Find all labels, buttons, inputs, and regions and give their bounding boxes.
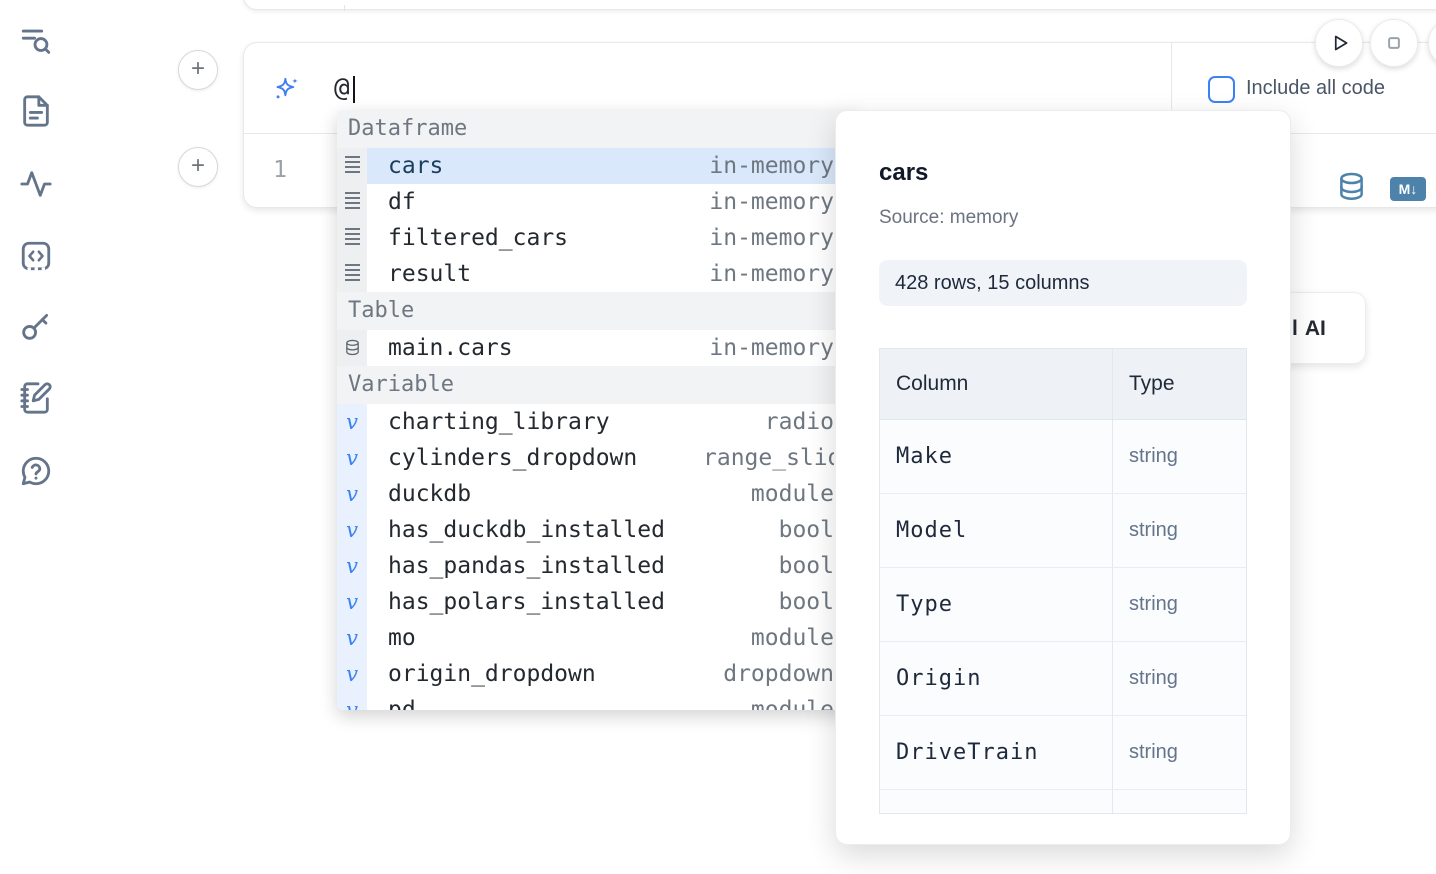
dataframe-icon [337, 256, 367, 292]
gutter-divider [344, 5, 345, 11]
column-header: Column [880, 349, 1113, 419]
ai-sparkle-icon [273, 76, 300, 103]
autocomplete-item-filtered-cars[interactable]: filtered_cars in-memory [337, 220, 860, 256]
variable-icon: v [337, 584, 367, 620]
stop-cell-button[interactable] [1370, 19, 1418, 67]
autocomplete-item-has-polars-installed[interactable]: v has_polars_installed bool [337, 584, 860, 620]
table-row: DriveTrain string [880, 716, 1246, 790]
table-row: Type string [880, 568, 1246, 642]
variable-icon: v [337, 656, 367, 692]
variable-icon: v [337, 440, 367, 476]
section-header-table: Table [337, 292, 860, 330]
variable-icon: v [337, 512, 367, 548]
variable-icon: v [337, 476, 367, 512]
variable-icon: v [337, 692, 367, 710]
autocomplete-item-main-cars[interactable]: main.cars in-memory [337, 330, 860, 366]
divider [1171, 43, 1172, 133]
variable-icon: v [337, 404, 367, 440]
stop-icon [1388, 37, 1400, 49]
table-row: Origin string [880, 642, 1246, 716]
play-icon [1334, 35, 1348, 51]
dataframe-preview-popover: cars Source: memory 428 rows, 15 columns… [835, 110, 1291, 845]
autocomplete-item-duckdb[interactable]: v duckdb module [337, 476, 860, 512]
autocomplete-item-mo[interactable]: v mo module [337, 620, 860, 656]
clipped-letter: l [1292, 317, 1298, 340]
section-header-dataframe: Dataframe [337, 110, 860, 148]
variable-icon: v [337, 620, 367, 656]
left-sidebar [0, 0, 70, 874]
datasource-icon[interactable] [1338, 171, 1365, 204]
line-number: 1 [273, 157, 287, 183]
include-all-code-label: Include all code [1246, 77, 1385, 99]
include-all-code-checkbox[interactable] [1208, 76, 1235, 103]
table-row: Model string [880, 494, 1246, 568]
code-snippets-icon[interactable] [19, 239, 53, 273]
list-search-icon[interactable] [19, 24, 53, 58]
text-caret [353, 76, 355, 103]
run-cell-button[interactable] [1315, 19, 1363, 67]
type-header: Type [1129, 372, 1175, 395]
autocomplete-item-pd[interactable]: v pd module [337, 692, 860, 710]
schema-table: Column Type Make string Model string Typ… [879, 348, 1247, 814]
autocomplete-item-cylinders-dropdown[interactable]: v cylinders_dropdown range_slider [337, 440, 860, 476]
autocomplete-dropdown: Dataframe cars in-memory df in-memory fi… [337, 110, 860, 710]
markdown-export-icon[interactable]: M↓ [1390, 177, 1426, 201]
add-cell-below-button[interactable]: + [178, 147, 218, 187]
preview-shape-badge: 428 rows, 15 columns [879, 260, 1247, 306]
dataframe-icon [337, 148, 367, 184]
variable-icon: v [337, 548, 367, 584]
add-cell-above-button[interactable]: + [178, 50, 218, 90]
table-row: Make string [880, 420, 1246, 494]
autocomplete-item-charting-library[interactable]: v charting_library radio [337, 404, 860, 440]
autocomplete-item-origin-dropdown[interactable]: v origin_dropdown dropdown [337, 656, 860, 692]
dataframe-icon [337, 184, 367, 220]
table-row-partial [880, 790, 1246, 813]
schema-table-header: Column Type [880, 349, 1246, 420]
autocomplete-item-cars[interactable]: cars in-memory [337, 148, 860, 184]
help-chat-icon[interactable] [19, 454, 53, 488]
autocomplete-item-has-duckdb-installed[interactable]: v has_duckdb_installed bool [337, 512, 860, 548]
preview-title: cars [879, 159, 929, 186]
code-editor-row[interactable]: 1 M↓ [244, 134, 1436, 207]
preview-source: Source: memory [879, 207, 1019, 228]
autocomplete-item-result[interactable]: result in-memory [337, 256, 860, 292]
previous-cell-bottom [243, 0, 1436, 11]
ai-prompt-input[interactable]: @ [334, 73, 350, 103]
ai-button-label: AI [1304, 317, 1326, 340]
file-text-icon[interactable] [19, 94, 53, 128]
database-icon [337, 330, 367, 366]
section-header-variable: Variable [337, 366, 860, 404]
key-icon[interactable] [19, 309, 53, 343]
activity-icon[interactable] [19, 167, 53, 201]
autocomplete-item-has-pandas-installed[interactable]: v has_pandas_installed bool [337, 548, 860, 584]
autocomplete-item-df[interactable]: df in-memory [337, 184, 860, 220]
dataframe-icon [337, 220, 367, 256]
notebook-pen-icon[interactable] [19, 381, 53, 415]
